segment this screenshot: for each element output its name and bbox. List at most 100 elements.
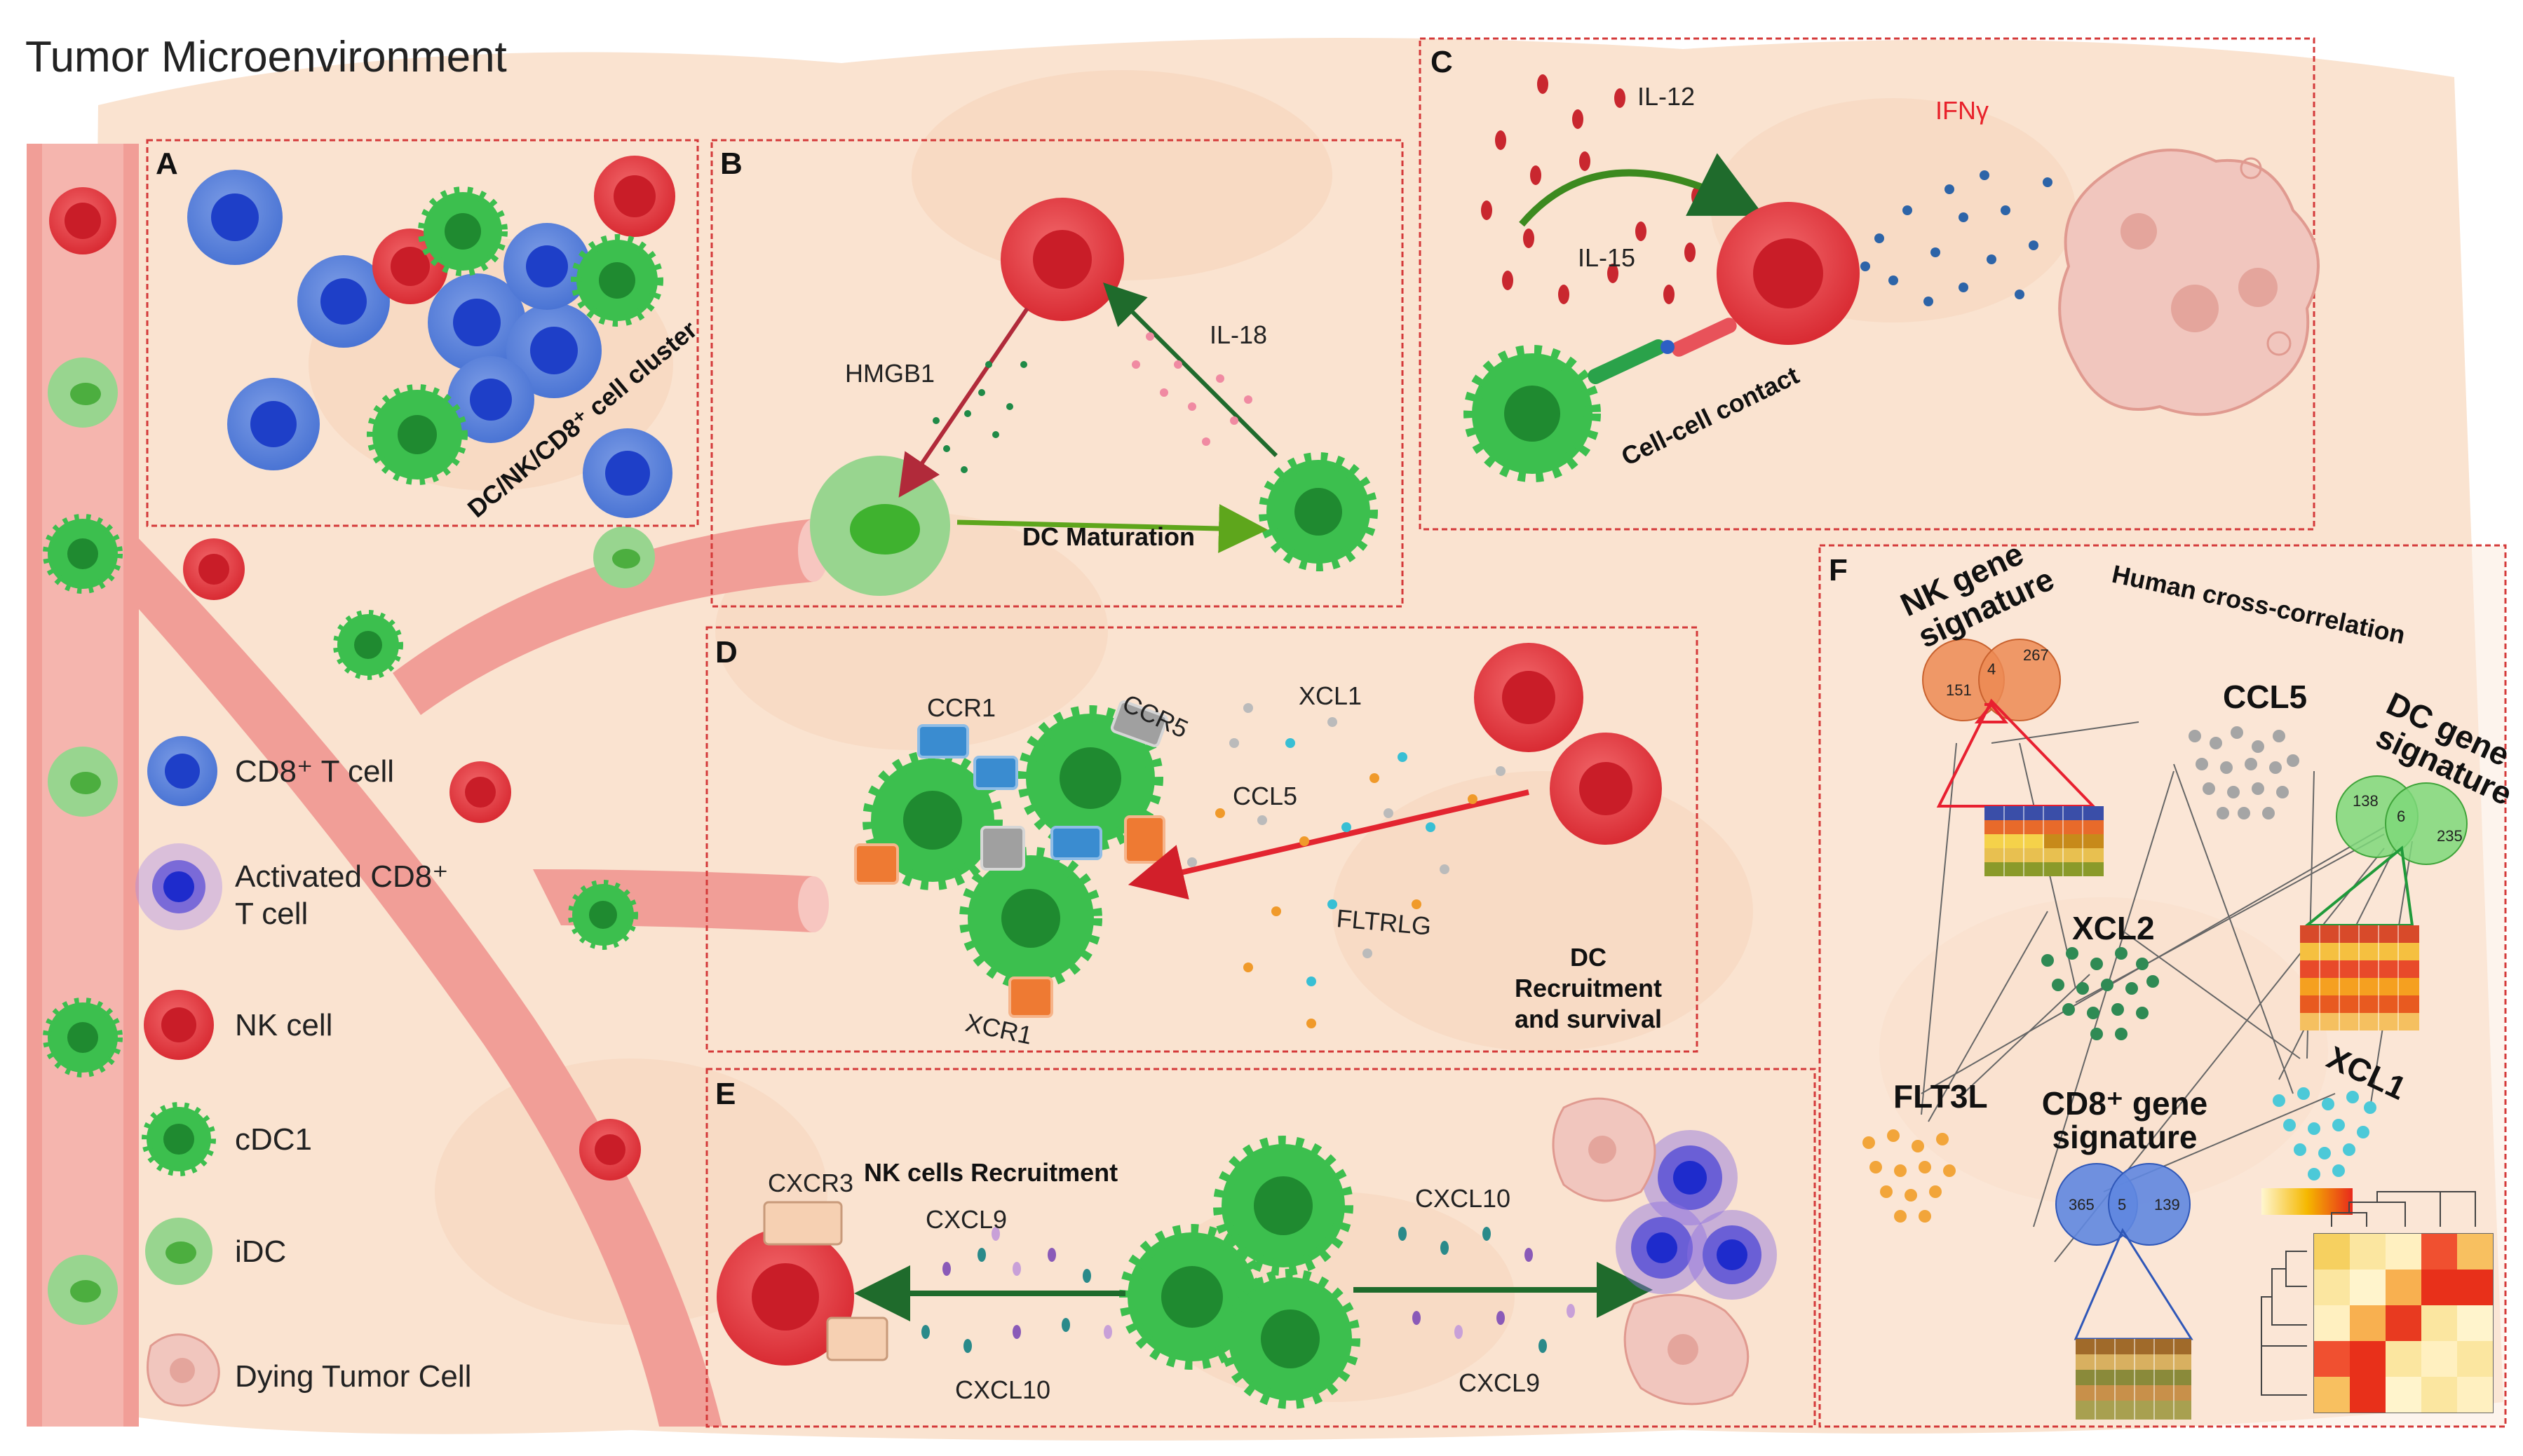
- color-scale: [2261, 1188, 2353, 1215]
- maturation-arrow: [956, 503, 1268, 553]
- nk-venn-mid: 4: [1987, 660, 1996, 678]
- legend-cdc1-icon: [142, 1102, 216, 1176]
- hmgb1-arrow: [898, 307, 1029, 498]
- cd8-heatmap: [2076, 1339, 2191, 1420]
- cd8-venn-right: 139: [2154, 1196, 2180, 1213]
- dying-tumor-cells: [1552, 1097, 1750, 1406]
- cdc1-cell: [1213, 1136, 1353, 1276]
- recruitment-arrow: [1128, 789, 1529, 900]
- cd8-t-cell: [187, 170, 283, 265]
- cdc1-cell: [1259, 452, 1378, 571]
- nk-cell: [594, 156, 675, 237]
- idc-cell: [48, 1255, 118, 1325]
- nk-cell: [717, 1228, 854, 1366]
- legend-cdc1-label: cDC1: [235, 1122, 312, 1157]
- flt3l-cluster: [1862, 1129, 1956, 1223]
- ccl5-cluster: [2189, 726, 2299, 819]
- cytokine-arrow: [1519, 153, 1764, 227]
- legend-cd8-icon: [147, 736, 217, 806]
- legend-activated-line2: T cell: [235, 897, 308, 931]
- cdc1-cell: [333, 610, 403, 680]
- legend: CD8⁺ T cell Activated CD8⁺ T cell NK cel…: [135, 736, 471, 1407]
- idc-cell: [48, 358, 118, 428]
- cd8-venn-mid: 5: [2118, 1196, 2126, 1213]
- nk-cell: [579, 1119, 641, 1181]
- legend-dying-label: Dying Tumor Cell: [235, 1359, 471, 1394]
- legend-idc-label: iDC: [235, 1234, 286, 1269]
- cxcr3-label: CXCR3: [768, 1169, 853, 1197]
- nk-heatmap: [1984, 806, 2104, 876]
- il18-dots: [1132, 332, 1252, 446]
- figure-title: Tumor Microenvironment: [25, 33, 507, 81]
- il18-label: IL-18: [1210, 320, 1267, 349]
- panel-a: A DC/NK/CD8⁺ cell cluster: [146, 139, 703, 527]
- ccr1-label: CCR1: [927, 693, 996, 722]
- panel-b: B HMGB1 IL-18 DC Maturation: [710, 139, 1404, 608]
- cd8-t-cell: [583, 428, 672, 518]
- dying-tumor-cell: [2058, 149, 2320, 416]
- cd8-t-cell: [227, 378, 320, 470]
- panel-d-letter: D: [715, 635, 738, 669]
- cdc1-cell: [43, 998, 123, 1077]
- maturation-label: DC Maturation: [1022, 522, 1195, 551]
- chemokine-ovals: [921, 1227, 1575, 1353]
- legend-cd8-label: CD8⁺ T cell: [235, 754, 394, 789]
- nk-cell: [1001, 198, 1124, 321]
- legend-activated-line1: Activated CD8⁺: [235, 859, 448, 894]
- dc-heatmap: [2300, 925, 2419, 1030]
- panel-a-letter: A: [156, 147, 178, 181]
- idc-cell: [810, 456, 950, 596]
- nk-cell: [1474, 643, 1583, 752]
- idc-cell: [48, 747, 118, 817]
- vessel-cells: [43, 187, 655, 1325]
- xcl1-cluster: [2273, 1087, 2376, 1181]
- cytokine-ovals: [1481, 74, 1703, 304]
- nk-cell: [183, 538, 245, 600]
- cdc1-cell: [1220, 1269, 1360, 1409]
- nk-recruit-label: NK cells Recruitment: [864, 1158, 1118, 1187]
- panel-f-letter: F: [1829, 553, 1848, 587]
- panel-c-letter: C: [1430, 45, 1453, 79]
- dc-venn-left: 138: [2353, 792, 2379, 810]
- legend-activated-icon: [135, 843, 222, 930]
- nk-venn-right: 267: [2023, 646, 2049, 664]
- cxcl10-left-label: CXCL10: [955, 1375, 1050, 1404]
- panel-e-letter: E: [715, 1077, 736, 1111]
- ifng-dots: [1860, 170, 2052, 306]
- panel-d: D CCR1 CCR5 XCR1 XCL1 CCL5 F: [705, 626, 1698, 1053]
- cd8-venn-left: 365: [2069, 1196, 2095, 1213]
- hmgb1-dots: [933, 361, 1027, 473]
- xcl1-label: XCL1: [1299, 681, 1362, 710]
- cxcr3-receptors: [763, 1201, 888, 1361]
- cd8-t-cell: [297, 255, 390, 348]
- cxcl10-right-label: CXCL10: [1415, 1184, 1510, 1213]
- il18-arrow: [1103, 283, 1278, 458]
- idc-cell: [593, 526, 655, 588]
- cdc1-cell: [43, 514, 123, 594]
- legend-dying-icon: [147, 1333, 220, 1407]
- ccl5-label: CCL5: [1233, 782, 1297, 810]
- panel-c: C IL-12 IL-15 IFNγ Cell-cell contact: [1419, 37, 2320, 531]
- panel-e: E CXCR3 NK: [705, 1068, 1816, 1428]
- cxcl9-left-label: CXCL9: [926, 1205, 1007, 1234]
- nk-cell: [1550, 733, 1662, 845]
- dc-venn-mid: 6: [2397, 808, 2405, 825]
- cd8-t-cell: [506, 303, 602, 398]
- il12-label: IL-12: [1637, 82, 1695, 111]
- cdc1-cell: [367, 384, 468, 485]
- nk-cell: [1717, 202, 1860, 345]
- cd8-sig-line1: CD8⁺ gene: [2042, 1085, 2207, 1122]
- xcl2-gene-label: XCL2: [2072, 910, 2155, 946]
- cd8-t-cell: [503, 223, 590, 310]
- panel-f: F Human cross-correlation 151 4 267 NK g…: [1818, 535, 2517, 1428]
- cdc1-cell: [571, 234, 663, 327]
- legend-nk-icon: [144, 990, 214, 1060]
- activated-cd8-cells: [1616, 1130, 1777, 1300]
- dc-venn-right: 235: [2437, 827, 2463, 845]
- cdc1-cell: [959, 847, 1102, 990]
- recruit-line-2: Recruitment: [1515, 974, 1662, 1002]
- recruit-line-3: and survival: [1515, 1005, 1662, 1033]
- ccl5-gene-label: CCL5: [2223, 679, 2307, 715]
